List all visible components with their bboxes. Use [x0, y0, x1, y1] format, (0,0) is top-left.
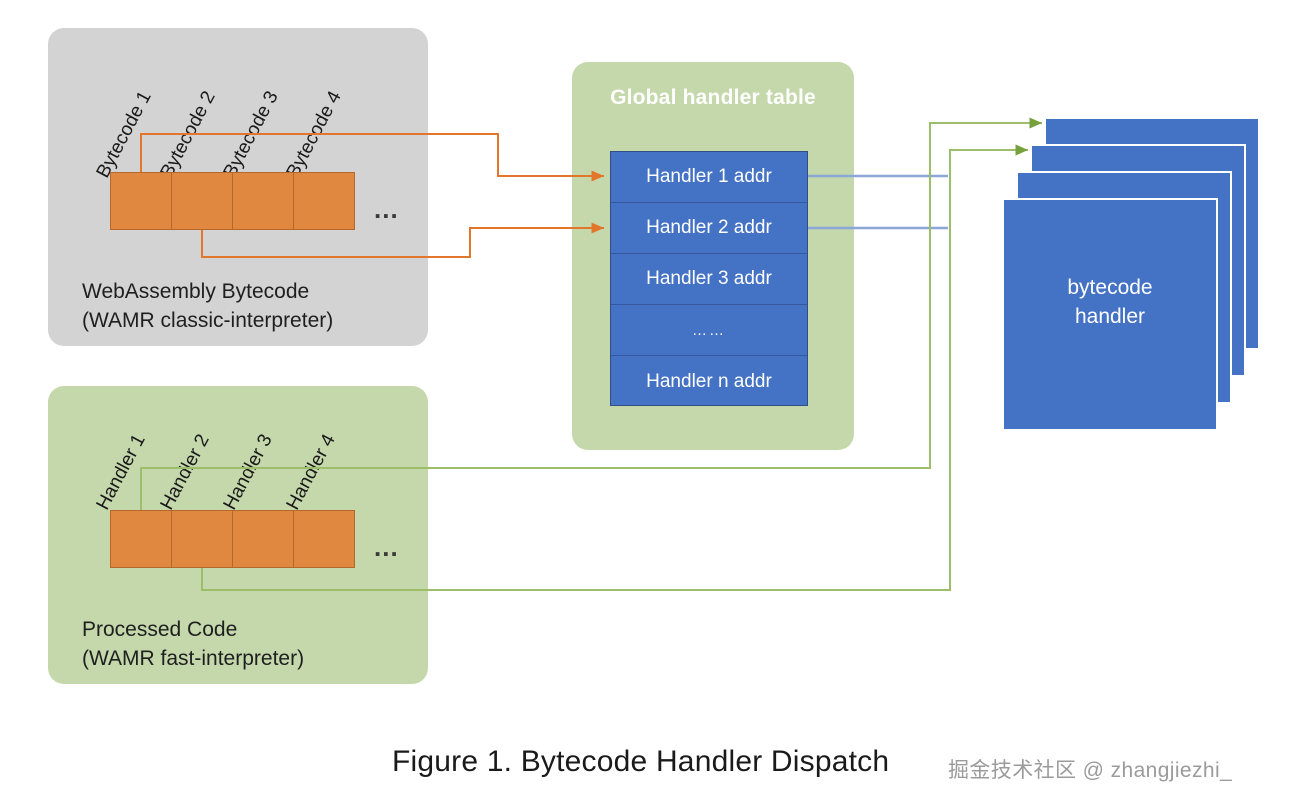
handler-table-row-2[interactable]: Handler 2 addr: [611, 203, 807, 254]
global-handler-table-title: Global handler table: [610, 86, 816, 109]
watermark-text: 掘金技术社区 @ zhangjiezhi_: [948, 759, 1233, 782]
processed-ellipsis: ...: [374, 532, 399, 562]
handler-table-row-n[interactable]: Handler n addr: [646, 370, 772, 392]
handler-table-row-ellipsis: ……: [611, 305, 807, 356]
processed-cell-4[interactable]: [293, 510, 355, 568]
bytecode-ellipsis: ...: [374, 194, 399, 224]
figure-caption: Figure 1. Bytecode Handler Dispatch: [392, 745, 890, 778]
processed-cell-strip: [110, 510, 355, 568]
bytecode-panel-caption: WebAssembly Bytecode (WAMR classic-inter…: [82, 280, 334, 332]
processed-cell-2[interactable]: [171, 510, 233, 568]
bytecode-cell-3[interactable]: [232, 172, 294, 230]
handler-table-row-1[interactable]: Handler 1 addr: [611, 152, 807, 203]
bytecode-cell-4[interactable]: [293, 172, 355, 230]
bytecode-cell-2[interactable]: [171, 172, 233, 230]
handler-table-row-3[interactable]: Handler 3 addr: [611, 254, 807, 305]
handler-table: Handler 1 addr Handler 2 addr Handler 3 …: [610, 151, 808, 406]
bytecode-handler-label: bytecode handler: [1067, 276, 1153, 329]
bytecode-cell-1[interactable]: [110, 172, 172, 230]
processed-cell-1[interactable]: [110, 510, 172, 568]
processed-cell-3[interactable]: [232, 510, 294, 568]
processed-panel-caption: Processed Code (WAMR fast-interpreter): [82, 618, 305, 670]
bytecode-cell-strip: [110, 172, 355, 230]
